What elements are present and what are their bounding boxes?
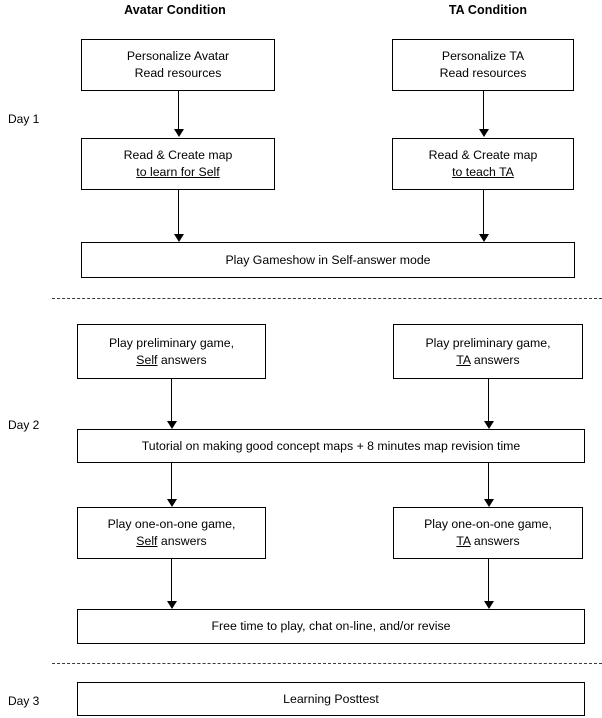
node-line-1: Personalize Avatar	[126, 49, 230, 63]
node-one-on-one-game-ta: Play one-on-one game, TA answers	[393, 507, 583, 559]
node-free-time: Free time to play, chat on-line, and/or …	[77, 609, 585, 644]
node-line-2-rest: answers	[470, 534, 520, 548]
node-tutorial-concept-maps: Tutorial on making good concept maps + 8…	[77, 429, 585, 463]
node-line-2-underlined: TA	[456, 534, 471, 548]
node-preliminary-game-ta: Play preliminary game, TA answers	[393, 324, 583, 379]
node-line-2-underlined: TA	[456, 352, 471, 367]
node-line-1: Read & Create map	[428, 148, 538, 162]
node-line-1: Read & Create map	[123, 148, 233, 162]
node-line-2-underlined: Self	[136, 534, 158, 548]
node-line-1: Learning Posttest	[283, 691, 379, 706]
node-line-1: Free time to play, chat on-line, and/or …	[211, 619, 451, 633]
node-personalize-avatar: Personalize Avatar Read resources	[81, 39, 275, 91]
node-line-1: Play Gameshow in Self-answer mode	[225, 252, 431, 267]
day-label-day-3: Day 3	[8, 694, 40, 708]
node-one-on-one-game-self: Play one-on-one game, Self answers	[77, 507, 266, 559]
column-header-avatar-condition: Avatar Condition	[124, 3, 226, 17]
node-play-gameshow-self-answer: Play Gameshow in Self-answer mode	[81, 242, 575, 278]
node-line-2-rest: answers	[157, 352, 207, 367]
node-line-1: Play preliminary game,	[108, 335, 235, 350]
divider-day2-day3	[52, 663, 602, 664]
node-line-2-rest: answers	[157, 534, 207, 548]
node-personalize-ta: Personalize TA Read resources	[392, 39, 574, 91]
column-header-ta-condition: TA Condition	[448, 3, 528, 17]
day-label-day-2: Day 2	[8, 418, 40, 432]
node-line-2-rest: answers	[470, 352, 520, 367]
day-label-day-1: Day 1	[8, 112, 40, 126]
node-line-1: Play preliminary game,	[425, 335, 551, 350]
node-line-2-underlined: to teach TA	[452, 165, 514, 179]
node-line-2: Read resources	[134, 66, 222, 80]
node-line-2-underlined: to learn for Self	[136, 165, 220, 179]
node-read-create-map-self: Read & Create map to learn for Self	[81, 138, 275, 190]
node-line-2: Read resources	[439, 66, 527, 80]
divider-day1-day2	[52, 298, 602, 299]
node-preliminary-game-self: Play preliminary game, Self answers	[77, 324, 266, 379]
node-line-1: Tutorial on making good concept maps + 8…	[141, 438, 521, 453]
node-line-1: Play one-on-one game,	[107, 517, 236, 531]
node-line-1: Play one-on-one game,	[424, 517, 552, 531]
node-line-2-underlined: Self	[136, 352, 158, 367]
node-line-1: Personalize TA	[441, 49, 525, 63]
node-learning-posttest: Learning Posttest	[77, 682, 585, 716]
node-read-create-map-ta: Read & Create map to teach TA	[392, 138, 574, 190]
